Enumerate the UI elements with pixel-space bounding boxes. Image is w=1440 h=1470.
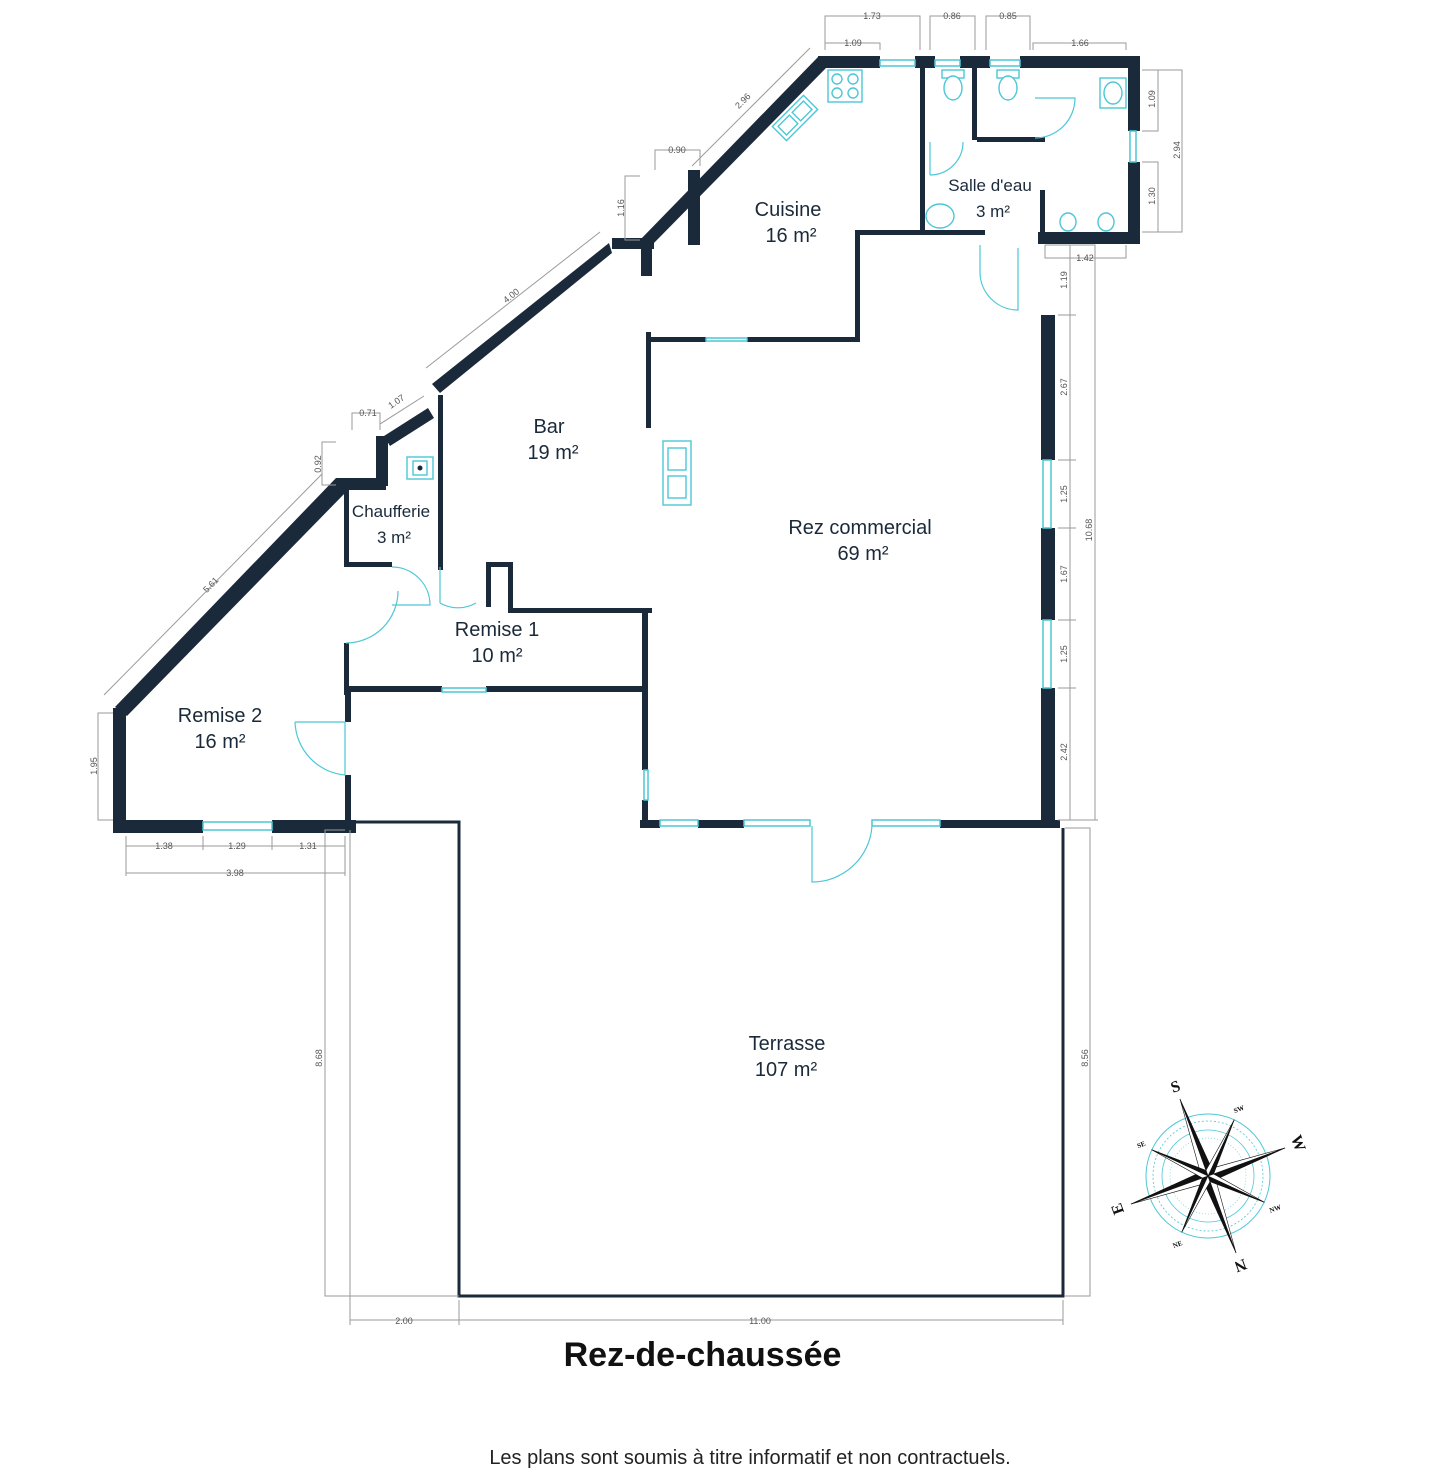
washbasin-icon (925, 203, 955, 229)
compass-label-n: N (1232, 1255, 1249, 1275)
windows (202, 59, 1137, 831)
dimension-label: 1.29 (228, 841, 246, 851)
room-bar: Bar 19 m² (527, 416, 578, 464)
washbasin-icon (1099, 77, 1127, 109)
compass-rose-icon: S N W E SW SE NW NE (1108, 1078, 1308, 1275)
room-area: 10 m² (471, 645, 522, 667)
room-name: Bar (533, 416, 564, 438)
dimension-label: 3.98 (226, 868, 244, 878)
dimension-label: 2.00 (395, 1316, 413, 1326)
floor-plan: 1.73 1.09 0.86 0.85 1.66 2.96 0.90 1.16 … (89, 11, 1308, 1326)
compass-label-ne: NE (1172, 1239, 1184, 1250)
room-chaufferie: Chaufferie 3 m² (352, 502, 430, 547)
compass-label-w: W (1287, 1133, 1308, 1154)
room-remise-1: Remise 1 10 m² (455, 619, 539, 667)
room-name: Remise 2 (178, 705, 262, 727)
room-labels: Cuisine 16 m² Salle d'eau 3 m² Bar 19 m²… (178, 176, 1032, 1081)
dimension-label: 1.30 (1147, 187, 1157, 205)
room-name: Chaufferie (352, 502, 430, 521)
plan-title: Rez-de-chaussée (563, 1336, 842, 1374)
room-salle-d-eau: Salle d'eau 3 m² (948, 176, 1032, 221)
dimension-label: 8.68 (314, 1049, 324, 1067)
room-cuisine: Cuisine 16 m² (755, 199, 822, 247)
dimension-label: 2.67 (1059, 378, 1069, 396)
dimension-label: 1.38 (155, 841, 173, 851)
room-name: Cuisine (755, 199, 822, 221)
dimension-label: 1.67 (1059, 565, 1069, 583)
dimension-label: 2.94 (1172, 141, 1182, 159)
dimension-label: 1.07 (386, 392, 406, 410)
room-name: Remise 1 (455, 619, 539, 641)
dimension-label: 0.71 (359, 408, 377, 418)
room-name: Rez commercial (788, 517, 931, 539)
room-area: 3 m² (377, 528, 411, 547)
washbasin-icon (1059, 212, 1115, 232)
boiler-icon (406, 456, 434, 480)
dimension-label: 0.86 (943, 11, 961, 21)
dimension-label: 11.00 (749, 1316, 771, 1326)
room-remise-2: Remise 2 16 m² (178, 705, 262, 753)
dimension-label: 1.16 (616, 199, 626, 217)
dimension-label: 2.42 (1059, 743, 1069, 761)
room-rez-commercial: Rez commercial 69 m² (788, 517, 931, 565)
room-area: 3 m² (976, 202, 1010, 221)
bar-sink-icon (662, 440, 692, 506)
dimension-label: 1.25 (1059, 645, 1069, 663)
doors (294, 97, 1076, 883)
room-area: 16 m² (194, 731, 245, 753)
disclaimer-text: Les plans sont soumis à titre informatif… (489, 1447, 1011, 1469)
dimension-label: 0.85 (999, 11, 1017, 21)
toilet-icon (996, 69, 1020, 101)
compass-label-nw: NW (1268, 1203, 1282, 1215)
room-terrasse: Terrasse 107 m² (749, 1033, 826, 1081)
exterior-walls (113, 56, 1140, 833)
dimension-label: 0.90 (668, 145, 686, 155)
room-area: 16 m² (765, 225, 816, 247)
dimension-label: 1.09 (844, 38, 862, 48)
dimension-label: 1.25 (1059, 485, 1069, 503)
dimension-label: 1.19 (1059, 271, 1069, 289)
fixtures (406, 69, 1127, 506)
dimension-label: 1.42 (1076, 253, 1094, 263)
kitchen-sink-icon (771, 94, 819, 142)
room-name: Salle d'eau (948, 176, 1032, 195)
compass-label-se: SE (1136, 1140, 1147, 1151)
dimension-label: 10.68 (1084, 519, 1094, 542)
terrasse-outline (350, 820, 1065, 1298)
room-area: 107 m² (755, 1059, 818, 1081)
stove-icon (827, 69, 863, 103)
interior-walls (344, 60, 1045, 825)
compass-label-e: E (1108, 1201, 1128, 1217)
dimension-lines: 1.73 1.09 0.86 0.85 1.66 2.96 0.90 1.16 … (89, 11, 1183, 1326)
toilet-icon (941, 69, 965, 101)
dimension-label: 4.00 (501, 286, 521, 305)
dimension-label: 1.31 (299, 841, 317, 851)
room-area: 19 m² (527, 442, 578, 464)
dimension-label: 5.61 (201, 575, 220, 595)
dimension-label: 8.56 (1080, 1049, 1090, 1067)
dimension-label: 1.73 (863, 11, 881, 21)
dimension-label: 0.92 (313, 455, 323, 473)
dimension-label: 1.09 (1147, 90, 1157, 108)
compass-label-sw: SW (1233, 1104, 1246, 1115)
room-area: 69 m² (837, 543, 888, 565)
dimension-label: 1.95 (89, 757, 99, 775)
compass-label-s: S (1169, 1078, 1183, 1097)
dimension-label: 1.66 (1071, 38, 1089, 48)
room-name: Terrasse (749, 1033, 826, 1055)
